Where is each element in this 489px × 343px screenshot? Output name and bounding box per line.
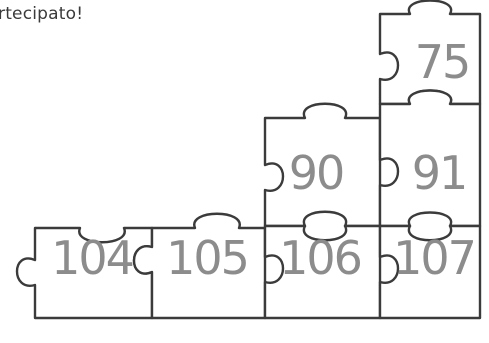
puzzle-piece-90: 90 xyxy=(265,104,380,226)
piece-number: 91 xyxy=(412,146,467,200)
piece-number: 107 xyxy=(393,231,475,285)
piece-number: 106 xyxy=(279,231,361,285)
puzzle-piece-75: 75 xyxy=(380,1,480,105)
piece-number: 104 xyxy=(51,231,133,285)
puzzle-piece-104: 104 xyxy=(17,228,152,318)
piece-number: 90 xyxy=(289,146,344,200)
puzzle-piece-105: 105 xyxy=(134,214,265,318)
piece-number: 105 xyxy=(166,231,248,285)
piece-number: 75 xyxy=(415,35,470,89)
puzzle-piece-107: 107 xyxy=(380,226,480,318)
puzzle-piece-91: 91 xyxy=(380,91,480,227)
puzzle-piece-106: 106 xyxy=(265,226,380,318)
